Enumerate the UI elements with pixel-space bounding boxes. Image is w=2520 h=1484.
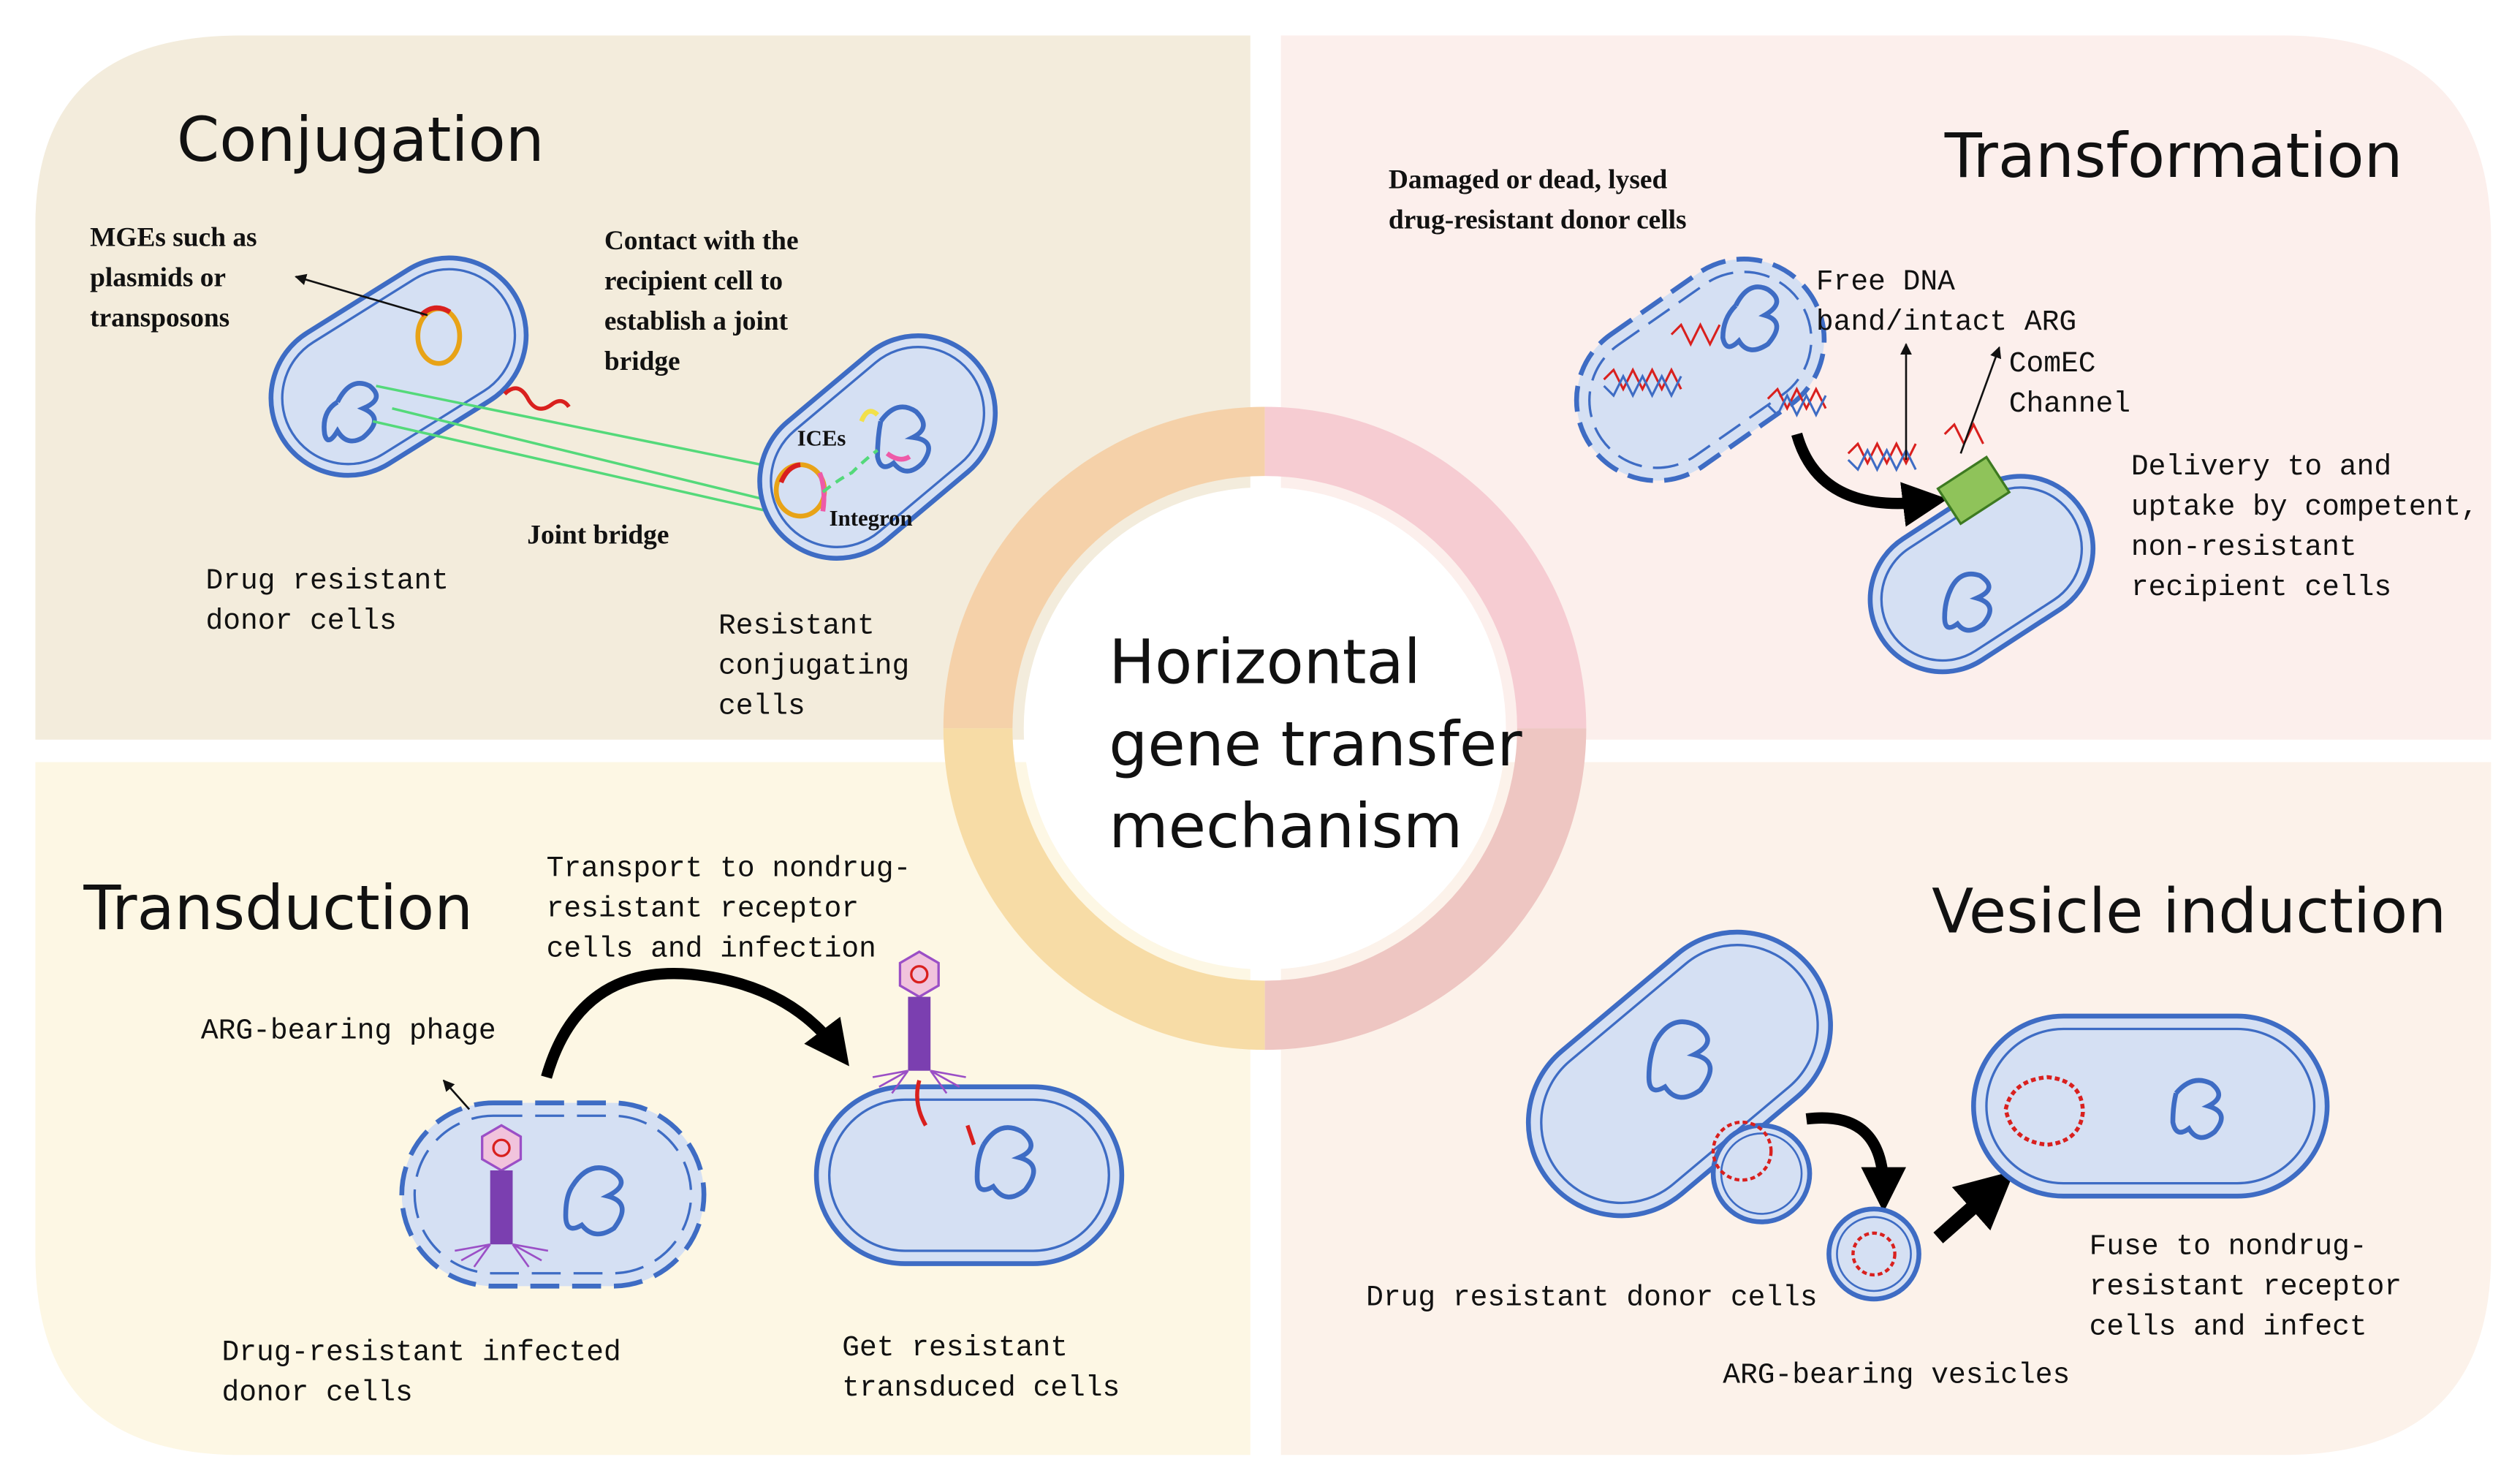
- ring-quadrant-transduction: [943, 728, 1265, 1050]
- comec-label-line-1: ComEC: [2009, 347, 2096, 380]
- mges-label-line-3: transposons: [90, 303, 229, 333]
- conjugation-panel: [35, 35, 1250, 740]
- center-ring: [943, 406, 1587, 1050]
- transformation-title: Transformation: [1944, 120, 2403, 192]
- fuse-label-line-2: resistant receptor: [2090, 1270, 2402, 1303]
- fuse-label-line-1: Fuse to nondrug-: [2090, 1230, 2367, 1262]
- ring-quadrant-vesicle: [1264, 728, 1587, 1050]
- donor-label-line-1: Drug resistant: [205, 564, 449, 597]
- comec-arrow: [1959, 346, 2002, 454]
- contact-label-line-1: Contact with the: [604, 226, 799, 256]
- conjugation-title: Conjugation: [177, 104, 544, 175]
- fuse-label-line-3: cells and infect: [2090, 1310, 2367, 1343]
- conjugation-donor-cell: [268, 255, 529, 478]
- free-dna-label-line-2: band/intact ARG: [1816, 306, 2076, 338]
- joint-bridge-lines: [372, 385, 817, 519]
- recipient-label-line-2: conjugating: [718, 650, 909, 683]
- transduction-section: Transduction: [83, 852, 1125, 1409]
- phage-pointer-arrow: [442, 1079, 471, 1110]
- ring-quadrant-conjugation: [943, 406, 1265, 729]
- uptake-arrow: [1791, 432, 1948, 527]
- vesicle-panel: [1280, 762, 2491, 1455]
- infected-label-line-1: Drug-resistant infected: [221, 1336, 620, 1369]
- receptor-chromosome: [2170, 1078, 2224, 1140]
- mges-label-line-2: plasmids or: [90, 263, 226, 293]
- mges-label-line-1: MGEs such as: [90, 223, 257, 253]
- donor-label-line-2: donor cells: [205, 605, 396, 637]
- transduced-recipient-cell: [813, 1084, 1125, 1266]
- mge-pointer-arrow: [295, 273, 428, 317]
- transduced-chromosome: [974, 1125, 1036, 1200]
- lysed-donor-label-line-2: drug-resistant donor cells: [1389, 205, 1687, 235]
- contact-label-line-3: establish a joint: [604, 306, 789, 336]
- vesicles-label: ARG-bearing vesicles: [1723, 1358, 2070, 1391]
- infected-donor-cell: [399, 1100, 707, 1289]
- vesicle-title: Vesicle induction: [1932, 876, 2446, 947]
- delivery-label-line-2: uptake by competent,: [2131, 491, 2478, 523]
- transformation-panel: [1280, 35, 2491, 740]
- center-title-line-2: gene transfer: [1109, 708, 1522, 780]
- transduction-title: Transduction: [83, 872, 473, 944]
- vesicle-donor-label: Drug resistant donor cells: [1366, 1282, 1818, 1314]
- infected-label-line-2: donor cells: [221, 1376, 412, 1409]
- free-dna-label-line-1: Free DNA: [1816, 265, 1955, 298]
- recipient-label-line-3: cells: [718, 690, 805, 723]
- competent-chromosome: [1942, 571, 1992, 633]
- integron-label: Integron: [830, 506, 913, 531]
- conjugation-section: Conjugation MGEs such as: [90, 104, 998, 723]
- ring-quadrant-transformation: [1264, 406, 1587, 729]
- transport-label-line-3: cells and infection: [547, 933, 876, 966]
- lysed-donor-chromosome: [1720, 284, 1780, 352]
- release-arrow: [1805, 1112, 1906, 1213]
- center-title-line-3: mechanism: [1109, 790, 1462, 862]
- comec-channel: [1936, 455, 2011, 526]
- free-vesicle: [1826, 1206, 1921, 1302]
- contact-label-line-2: recipient cell to: [604, 266, 783, 296]
- delivery-label-line-4: recipient cells: [2131, 571, 2391, 604]
- joint-bridge-label: Joint bridge: [527, 520, 669, 550]
- center-title-line-1: Horizontal: [1109, 626, 1421, 698]
- recipient-chromosome: [875, 404, 931, 474]
- phage-label: ARG-bearing phage: [201, 1015, 496, 1048]
- transformation-section: Transformation: [1389, 120, 2478, 675]
- arg-bearing-phage-icon: [455, 1124, 549, 1268]
- receptor-cell: [1971, 1013, 2330, 1199]
- center-title: Horizontal gene transfer mechanism: [1109, 626, 1522, 862]
- transduced-label-line-1: Get resistant: [842, 1331, 1068, 1364]
- attached-phage-icon: [872, 950, 966, 1127]
- transport-label-line-1: Transport to nondrug-: [547, 852, 911, 885]
- vesicle-section: Vesicle induction Drug resistant donor c…: [1366, 876, 2446, 1392]
- free-dna-fragments: [1603, 322, 2084, 559]
- transduction-arrow: [541, 968, 849, 1079]
- delivery-label-line-3: non-resistant: [2131, 531, 2357, 564]
- comec-label-line-2: Channel: [2009, 387, 2130, 420]
- fusion-arrow: [1933, 1170, 2015, 1243]
- contact-label-line-4: bridge: [604, 347, 680, 376]
- transport-label-line-2: resistant receptor: [547, 893, 859, 925]
- recipient-label-line-1: Resistant: [718, 610, 875, 643]
- donor-chromosome: [322, 381, 379, 444]
- transduced-label-line-2: transduced cells: [842, 1371, 1120, 1404]
- delivery-label-line-1: Delivery to and: [2131, 450, 2391, 483]
- ices-label: ICEs: [797, 425, 846, 450]
- infected-donor-chromosome: [563, 1165, 625, 1237]
- lysed-donor-label-line-1: Damaged or dead, lysed: [1389, 164, 1668, 194]
- transferred-dna: [503, 386, 571, 411]
- fused-vesicle: [2003, 1075, 2085, 1147]
- vesicle-donor-chromosome: [1646, 1019, 1713, 1100]
